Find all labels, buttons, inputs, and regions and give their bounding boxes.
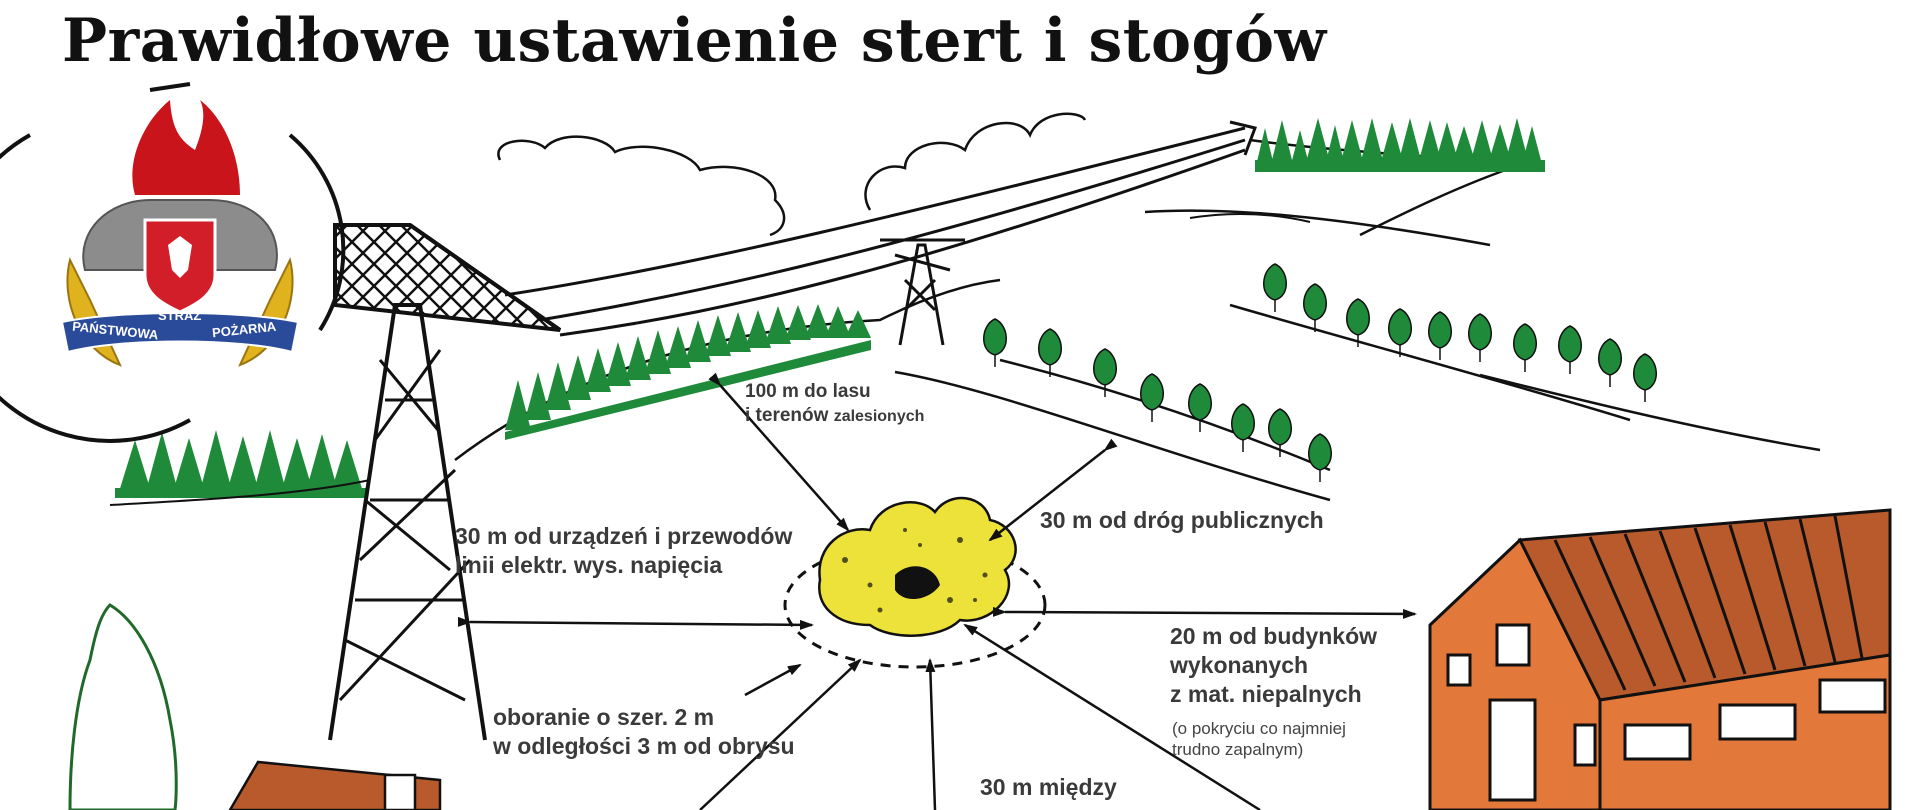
label-buildings: 20 m od budynków wykonanych z mat. niepa… [1170,622,1377,708]
left-forest [115,430,367,498]
deciduous-tree [1140,373,1164,422]
logo-text-mid: STRAŻ [158,308,202,323]
deciduous-tree [1513,323,1537,372]
label-between: 30 m między [980,774,1117,800]
label-plough-line1: oboranie o szer. 2 m [493,704,715,730]
label-power-line1: 30 m od urządzeń i przewodów [455,523,793,549]
road-edge-1 [894,370,1331,502]
deciduous-tree [1346,298,1370,347]
deciduous-tree [1303,283,1327,332]
psp-logo [0,82,346,443]
page-title: Prawidłowe ustawienie stert i stogów [62,6,1327,76]
field-edge-1 [1229,303,1631,422]
deciduous-tree [1188,383,1212,432]
deciduous-tree [1598,338,1622,387]
haystack [783,496,1047,669]
far-field-line [1189,212,1311,223]
forest-ridge [454,278,1001,461]
label-plough-line2: w odległości 3 m od obrysu [493,732,795,759]
deciduous-tree [1231,403,1255,452]
left-ground [109,479,371,506]
label-buildings-note: (o pokryciu co najmniej trudno zapalnym) [1172,718,1346,761]
pylon-small [880,238,965,346]
label-plough: oboranie o szer. 2 m w odległości 3 m od… [493,703,795,761]
label-forest-line2-small: zalesionych [833,407,925,425]
deciduous-tree [1263,263,1287,312]
cottage-roof [228,760,442,810]
far-forest-top [1255,118,1545,172]
deciduous-tree [1468,313,1492,362]
label-forest-line2-main: i terenów [745,404,829,426]
deciduous-tree [1038,328,1062,377]
cloud-right [864,112,1087,211]
deciduous-tree [1308,433,1332,482]
label-power-line2: linii elektr. wys. napięcia [455,551,723,578]
power-wires [504,120,1257,337]
deciduous-tree [1268,408,1292,457]
poplar-tree [68,603,178,810]
deciduous-tree [983,318,1007,367]
deciduous-tree [1633,353,1657,402]
label-forest-line2: i terenów zalesionych [745,404,924,428]
label-buildings-note2: trudno zapalnym) [1172,740,1304,760]
label-buildings-line2: wykonanych [1170,651,1309,678]
deciduous-tree [1558,325,1582,374]
label-buildings-line3: z mat. niepalnych [1170,680,1362,707]
label-forest-line1: 100 m do lasu [745,381,871,402]
label-buildings-note1: (o pokryciu co najmniej [1172,719,1346,738]
deciduous-tree [1388,308,1412,357]
pylon-large [328,223,562,741]
far-hill [1144,209,1491,247]
label-forest: 100 m do lasu i terenów zalesionych [745,380,924,428]
field-edge-2 [1479,373,1821,452]
deciduous-tree [1428,311,1452,360]
tree-row [983,263,1657,482]
label-power: 30 m od urządzeń i przewodów linii elekt… [455,522,792,580]
building-right [1428,508,1892,810]
label-roads: 30 m od dróg publicznych [1040,507,1324,533]
distance-arrows [457,372,1417,810]
cloud-left [497,135,786,237]
label-buildings-line1: 20 m od budynków [1170,623,1378,649]
ridge-forest [505,304,871,440]
deciduous-tree [1093,348,1117,397]
